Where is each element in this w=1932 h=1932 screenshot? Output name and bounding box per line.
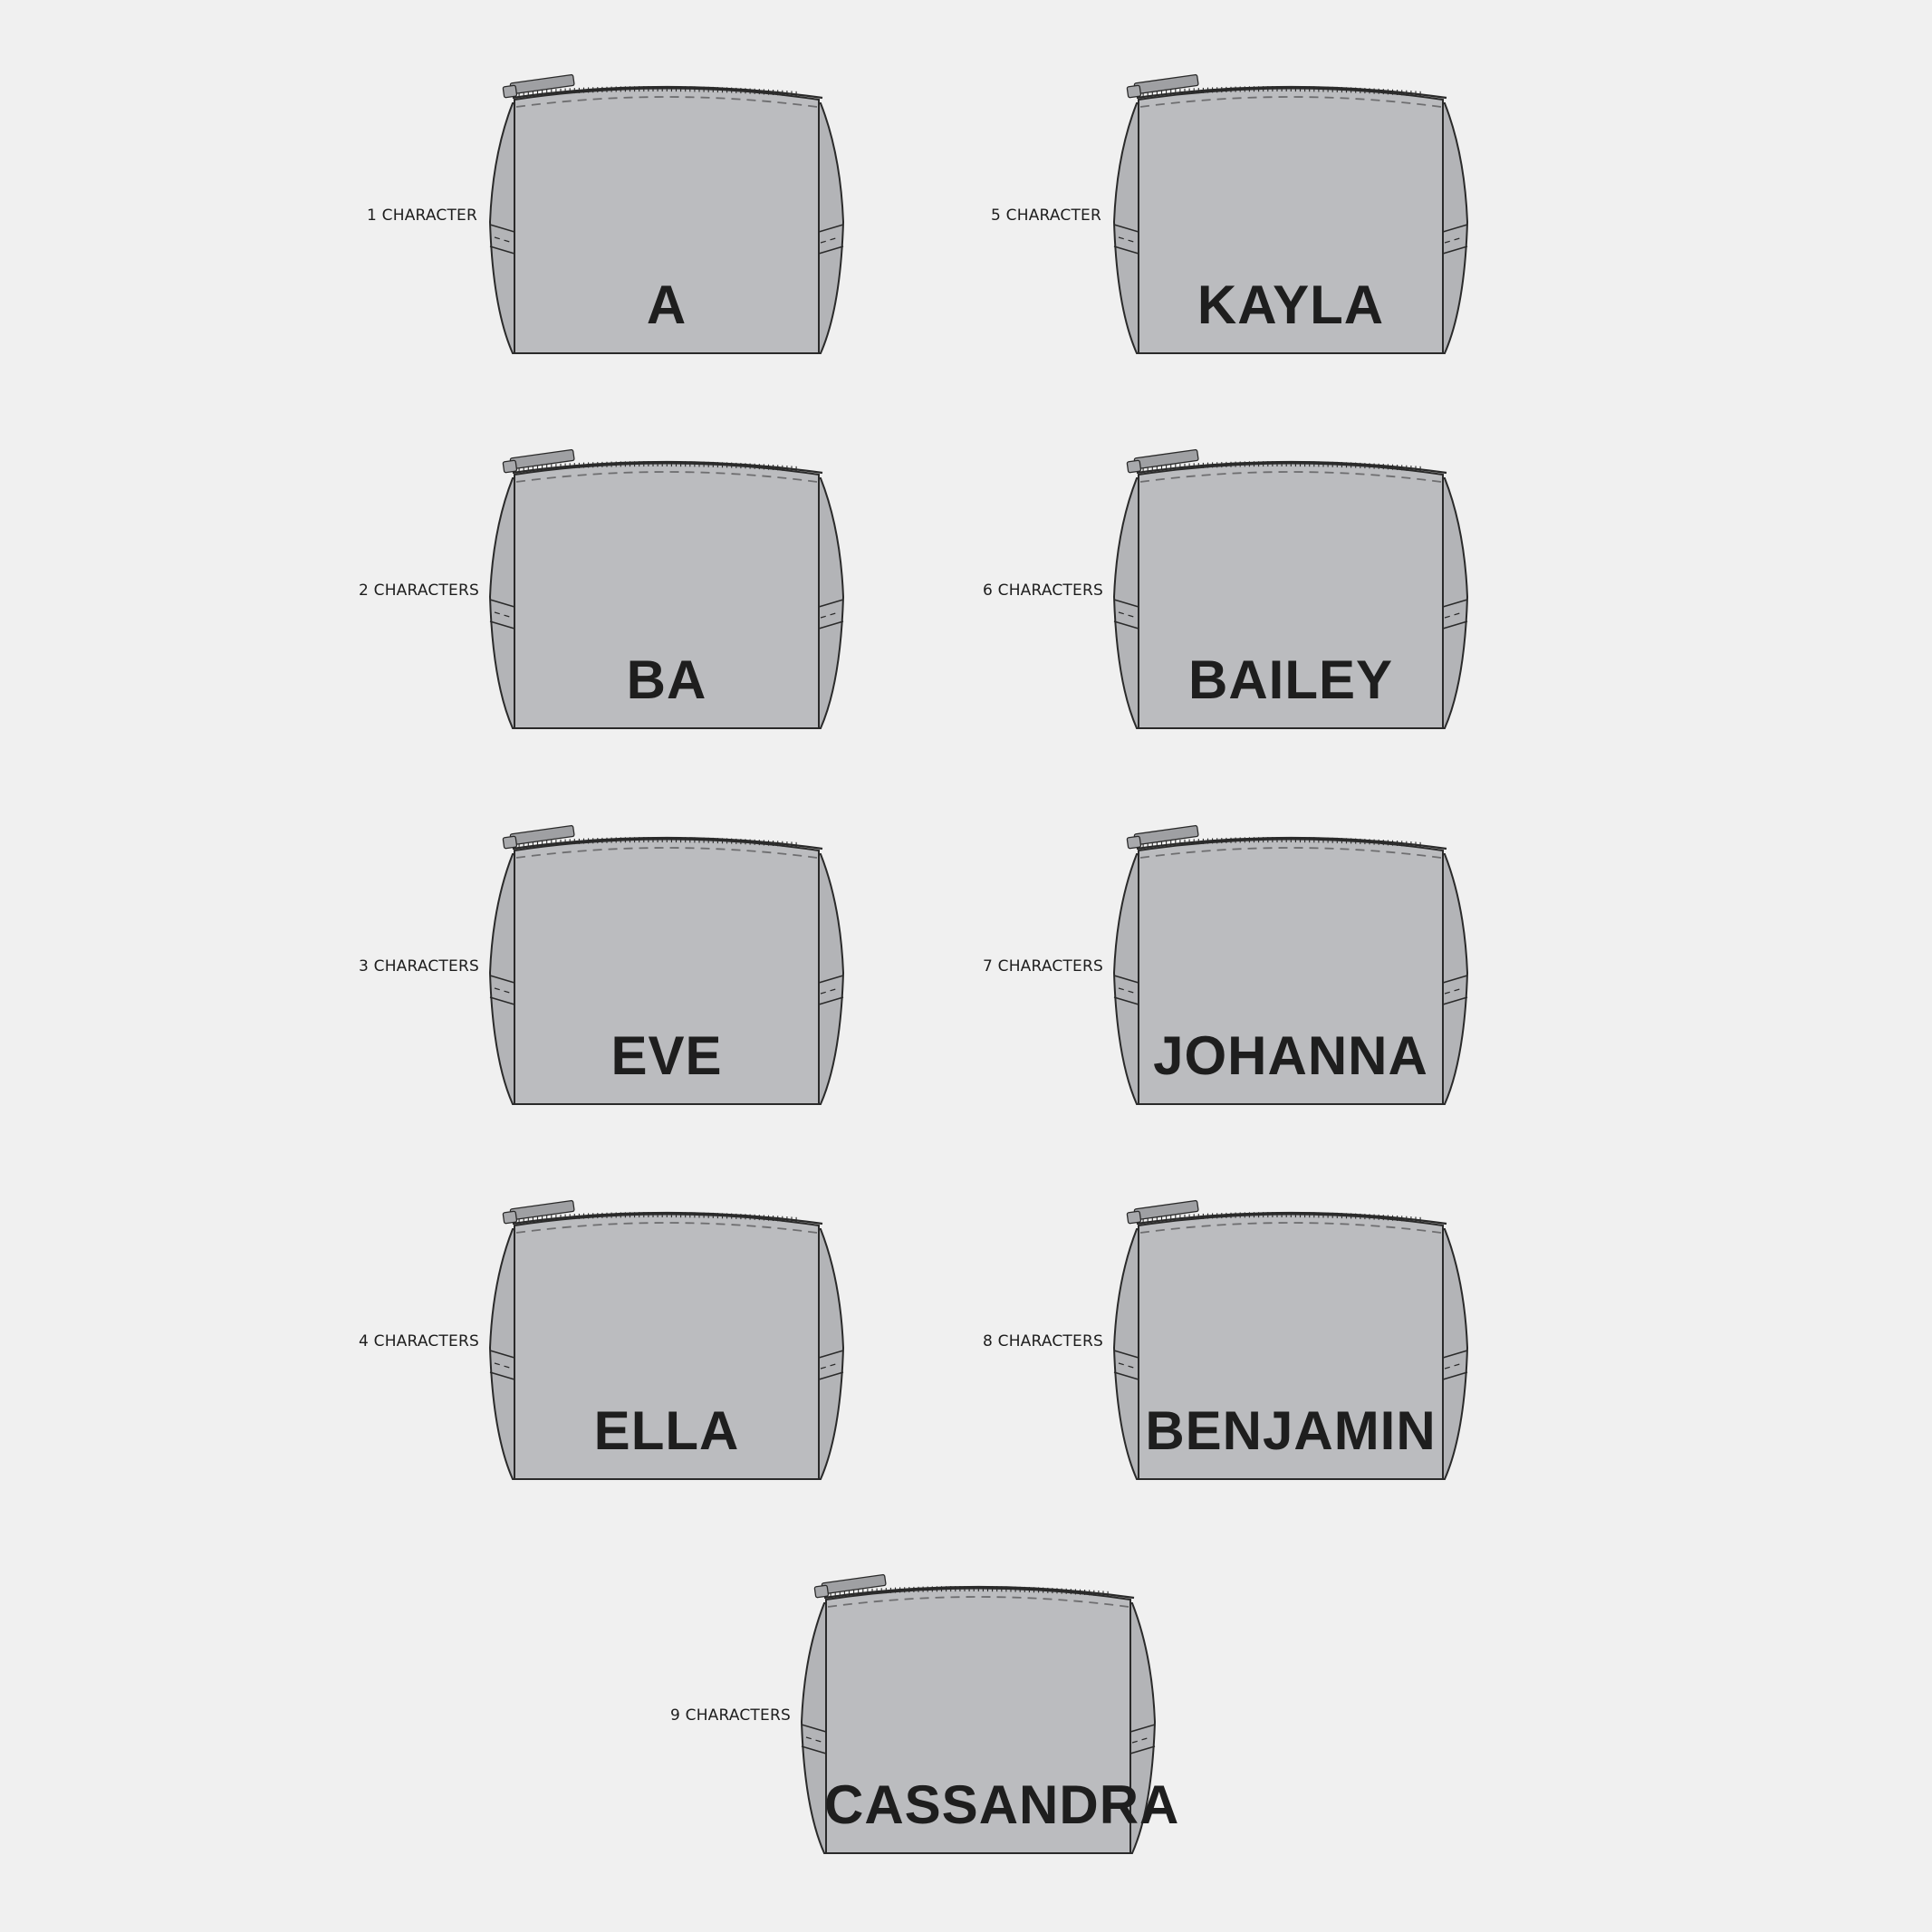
pouch-name-text: EVE	[610, 1025, 723, 1086]
size-label: 5 CHARACTER	[991, 207, 1101, 225]
pouch-illustration	[800, 1573, 1157, 1854]
pouch-name-text: BENJAMIN	[1145, 1400, 1437, 1461]
pouch-illustration	[1112, 824, 1469, 1105]
size-label: 4 CHARACTERS	[359, 1332, 479, 1350]
pouch-illustration	[1112, 1199, 1469, 1480]
size-label: 3 CHARACTERS	[359, 957, 479, 976]
pouch-name-text: JOHANNA	[1153, 1025, 1428, 1086]
pouch-item-1: 1 CHARACTER A	[359, 72, 866, 371]
pouch-illustration	[488, 73, 845, 354]
pouch-item-6: 6 CHARACTERS BAILEY	[983, 447, 1490, 746]
pouch-name-text: A	[646, 274, 687, 335]
pouch-illustration	[488, 824, 845, 1105]
pouch-name-text: ELLA	[593, 1400, 740, 1461]
size-label: 7 CHARACTERS	[983, 957, 1103, 976]
size-label: 8 CHARACTERS	[983, 1332, 1103, 1350]
size-label: 2 CHARACTERS	[359, 582, 479, 600]
pouch-item-2: 2 CHARACTERS BA	[359, 447, 866, 746]
pouch-name-text: KAYLA	[1197, 274, 1385, 335]
pouch-item-4: 4 CHARACTERS ELLA	[359, 1198, 866, 1497]
pouch-item-7: 7 CHARACTERS JOHANNA	[983, 823, 1490, 1122]
pouch-item-8: 8 CHARACTERS BENJAMIN	[983, 1198, 1490, 1497]
pouch-item-3: 3 CHARACTERS EVE	[359, 823, 866, 1122]
pouch-illustration	[488, 1199, 845, 1480]
pouch-illustration	[488, 448, 845, 729]
pouch-item-5: 5 CHARACTER KAYLA	[983, 72, 1490, 371]
size-label: 9 CHARACTERS	[670, 1706, 791, 1725]
pouch-name-text: CASSANDRA	[824, 1774, 1180, 1835]
pouch-item-9: 9 CHARACTERS CASSANDRA	[670, 1572, 1180, 1871]
pouch-illustration	[1112, 73, 1469, 354]
size-label: 1 CHARACTER	[367, 207, 477, 225]
pouch-name-text: BA	[626, 649, 707, 710]
pouch-illustration	[1112, 448, 1469, 729]
size-label: 6 CHARACTERS	[983, 582, 1103, 600]
pouch-name-text: BAILEY	[1187, 649, 1394, 710]
